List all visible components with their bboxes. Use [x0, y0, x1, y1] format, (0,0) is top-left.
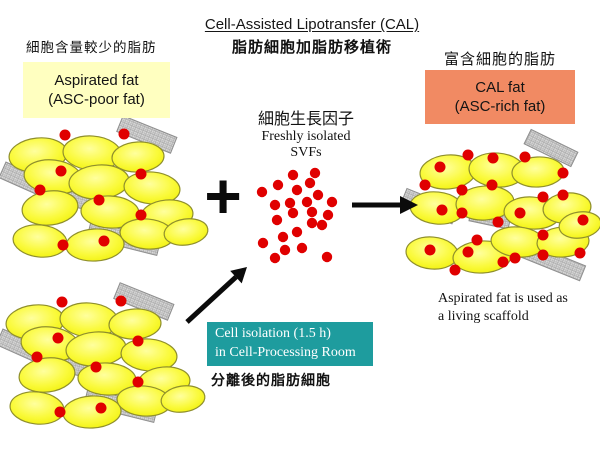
page-title: Cell-Assisted Lipotransfer (CAL) [204, 16, 420, 33]
arrow-diagonal-icon [185, 267, 247, 324]
scaffold-note-line2: a living scaffold [438, 308, 529, 324]
page-subtitle-zh: 脂肪細胞加脂肪移植術 [231, 40, 392, 56]
scaffold-note-line1: Aspirated fat is used as [438, 291, 568, 306]
aspirated-fat-label-zh: 細胞含量較少的脂肪 [26, 40, 157, 55]
svf-label-line1: Freshly isolated [261, 129, 351, 144]
svf-label-line2: SVFs [290, 145, 322, 161]
cal-fat-label-zh: 富含細胞的脂肪 [443, 52, 556, 68]
arrow-right-icon [352, 196, 418, 214]
cal-fat-box-line2: (ASC-rich fat) [454, 98, 546, 115]
plus-icon: + [204, 160, 242, 232]
cell-isolation-line1: Cell isolation (1.5 h) [215, 326, 331, 341]
aspirated-fat-box: Aspirated fat (ASC-poor fat) [23, 62, 170, 118]
scaffold-note: Aspirated fat is used as a living scaffo… [438, 290, 600, 325]
title-block: Cell-Assisted Lipotransfer (CAL) 脂肪細胞加脂肪… [162, 16, 462, 57]
aspirated-fat-box-line2: (ASC-poor fat) [48, 91, 145, 108]
cell-isolation-line2: in Cell-Processing Room [215, 344, 356, 360]
svf-cells-scatter [256, 167, 338, 264]
aspirated-fat-cluster-top [0, 115, 211, 264]
svf-label-zh: 細胞生長因子 [257, 111, 354, 128]
isolated-cells-label-zh: 分離後的脂肪細胞 [211, 374, 331, 389]
cell-isolation-box: Cell isolation (1.5 h) in Cell-Processin… [207, 322, 373, 366]
svf-label-block: 細胞生長因子 Freshly isolated SVFs [240, 105, 372, 161]
cal-fat-box-line1: CAL fat [475, 78, 525, 96]
cal-fat-cluster [400, 128, 600, 282]
aspirated-fat-box-line1: Aspirated fat [54, 71, 139, 89]
cal-fat-box: CAL fat (ASC-rich fat) [425, 70, 575, 124]
aspirated-fat-cluster-bottom [0, 282, 208, 431]
